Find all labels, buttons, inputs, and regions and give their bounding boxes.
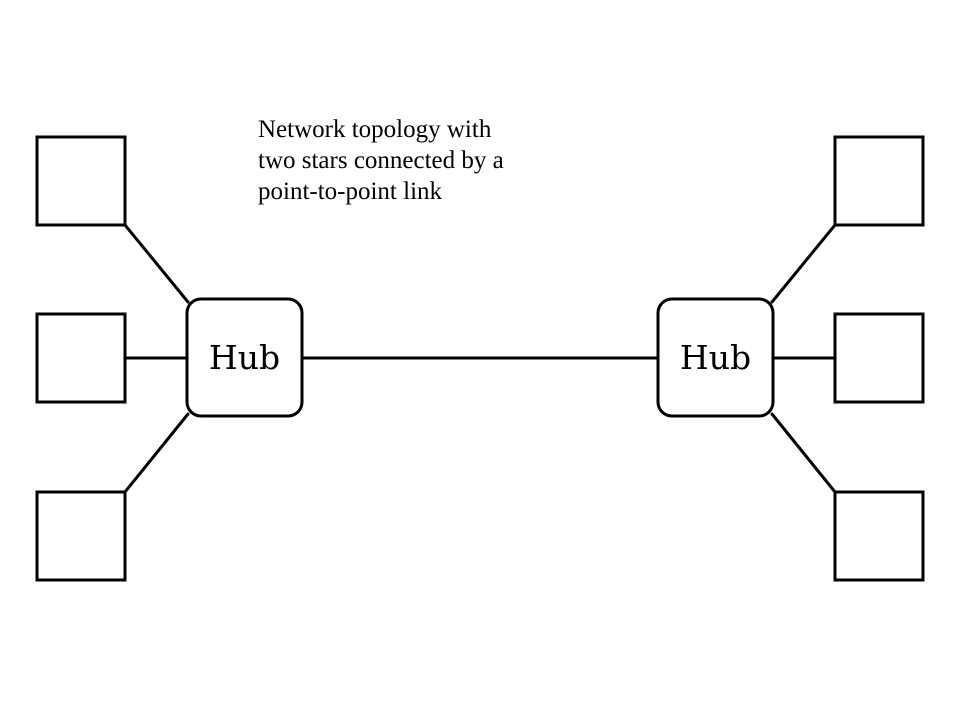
caption-line-3: point-to-point link: [258, 178, 443, 205]
node-left-middle: [35, 312, 127, 404]
link-left-bottom: [123, 412, 190, 494]
hub-left-label: Hub: [209, 338, 280, 377]
node-right-top: [833, 135, 925, 227]
node-left-bottom: [35, 490, 127, 582]
link-right-top: [770, 223, 837, 304]
link-left-top: [123, 223, 190, 304]
hub-right-label: Hub: [680, 338, 751, 377]
caption-line-2: two stars connected by a: [258, 147, 504, 174]
caption-line-1: Network topology with: [258, 116, 492, 143]
node-right-middle: [833, 312, 925, 404]
node-left-top: [35, 135, 127, 227]
diagram-caption: Network topology with two stars connecte…: [258, 114, 618, 207]
hub-left-box: [185, 297, 304, 418]
link-right-bottom: [770, 412, 837, 494]
node-right-bottom: [833, 490, 925, 582]
hub-right-box: [656, 297, 775, 418]
